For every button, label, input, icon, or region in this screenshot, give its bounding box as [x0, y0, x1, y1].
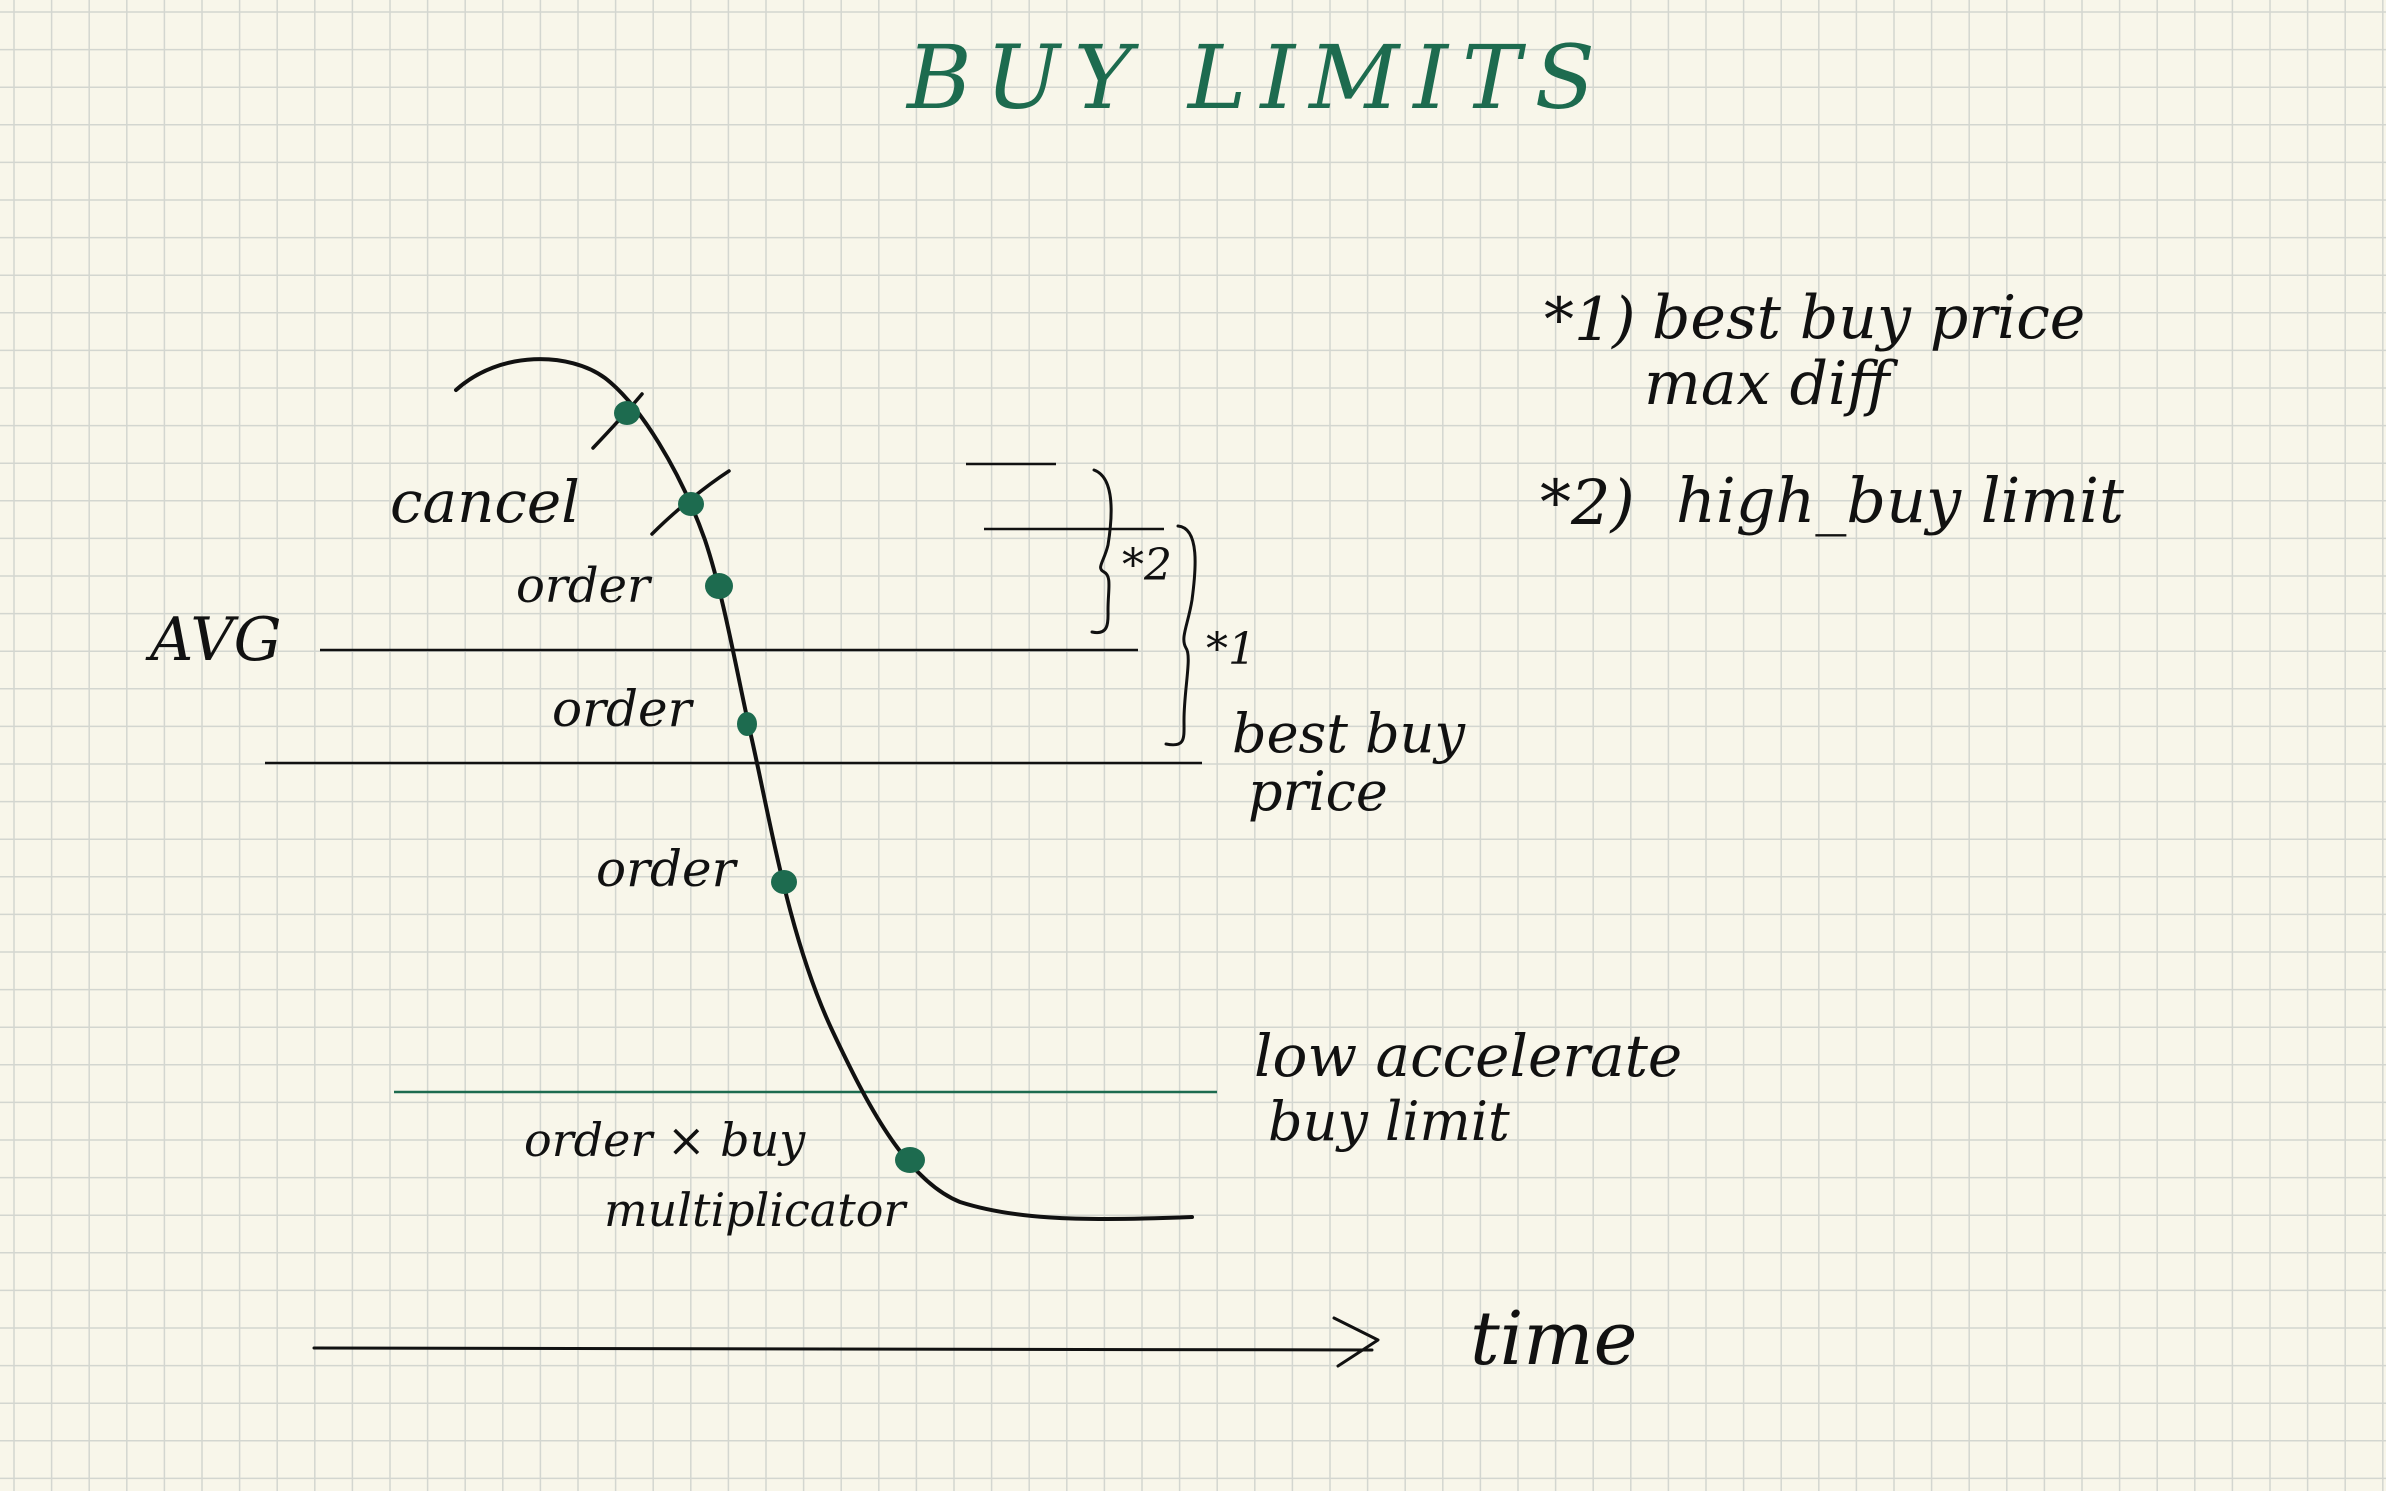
- order-points: [614, 401, 925, 1173]
- cancel-strike-marks: [591, 392, 731, 536]
- time-axis: [312, 1316, 1380, 1368]
- best-buy-price-label-line2: price: [1248, 760, 1388, 823]
- best-buy-price-label-line1: best buy: [1232, 702, 1466, 765]
- note-2-marker: *2): [1540, 466, 1635, 539]
- low-accelerate-label-line2: buy limit: [1268, 1090, 1510, 1153]
- order-point-2: [678, 492, 704, 516]
- note-2-line1: high_buy limit: [1676, 464, 2124, 537]
- order-label-3: order: [596, 840, 739, 898]
- order-point-6: [895, 1147, 925, 1173]
- brace-best-buy-price-max-diff: [1164, 524, 1197, 747]
- order-label-2: order: [552, 680, 695, 738]
- time-axis-arrowhead: [1332, 1316, 1380, 1368]
- avg-label: AVG: [145, 605, 282, 675]
- low-accelerate-label-line1: low accelerate: [1254, 1022, 1682, 1090]
- note-1-line2: max diff: [1644, 349, 1899, 419]
- order-point-1: [614, 401, 640, 425]
- order-multiplier-label-line1: order × buy: [524, 1113, 806, 1167]
- notes: *1) best buy price max diff *2) high_buy…: [1540, 283, 2124, 539]
- order-point-5: [771, 870, 797, 894]
- note-1-marker: *1): [1544, 285, 1636, 355]
- time-axis-line: [312, 1346, 1374, 1352]
- price-curve: [454, 357, 1194, 1222]
- diagram-title: BUY LIMITS: [905, 26, 1609, 129]
- reference-lines: [265, 462, 1202, 765]
- brace-high-buy-limit: [1090, 468, 1113, 635]
- order-point-4: [737, 712, 757, 736]
- order-multiplier-label-line2: multiplicator: [604, 1183, 908, 1237]
- cancel-label: cancel: [390, 468, 580, 536]
- marker-1-label: *1: [1206, 624, 1256, 675]
- braces: [1090, 468, 1197, 747]
- marker-2-label: *2: [1122, 540, 1172, 591]
- note-1-line1: best buy price: [1652, 283, 2085, 353]
- order-point-3: [705, 573, 733, 599]
- time-label: time: [1470, 1296, 1637, 1382]
- order-label-1: order: [516, 558, 653, 614]
